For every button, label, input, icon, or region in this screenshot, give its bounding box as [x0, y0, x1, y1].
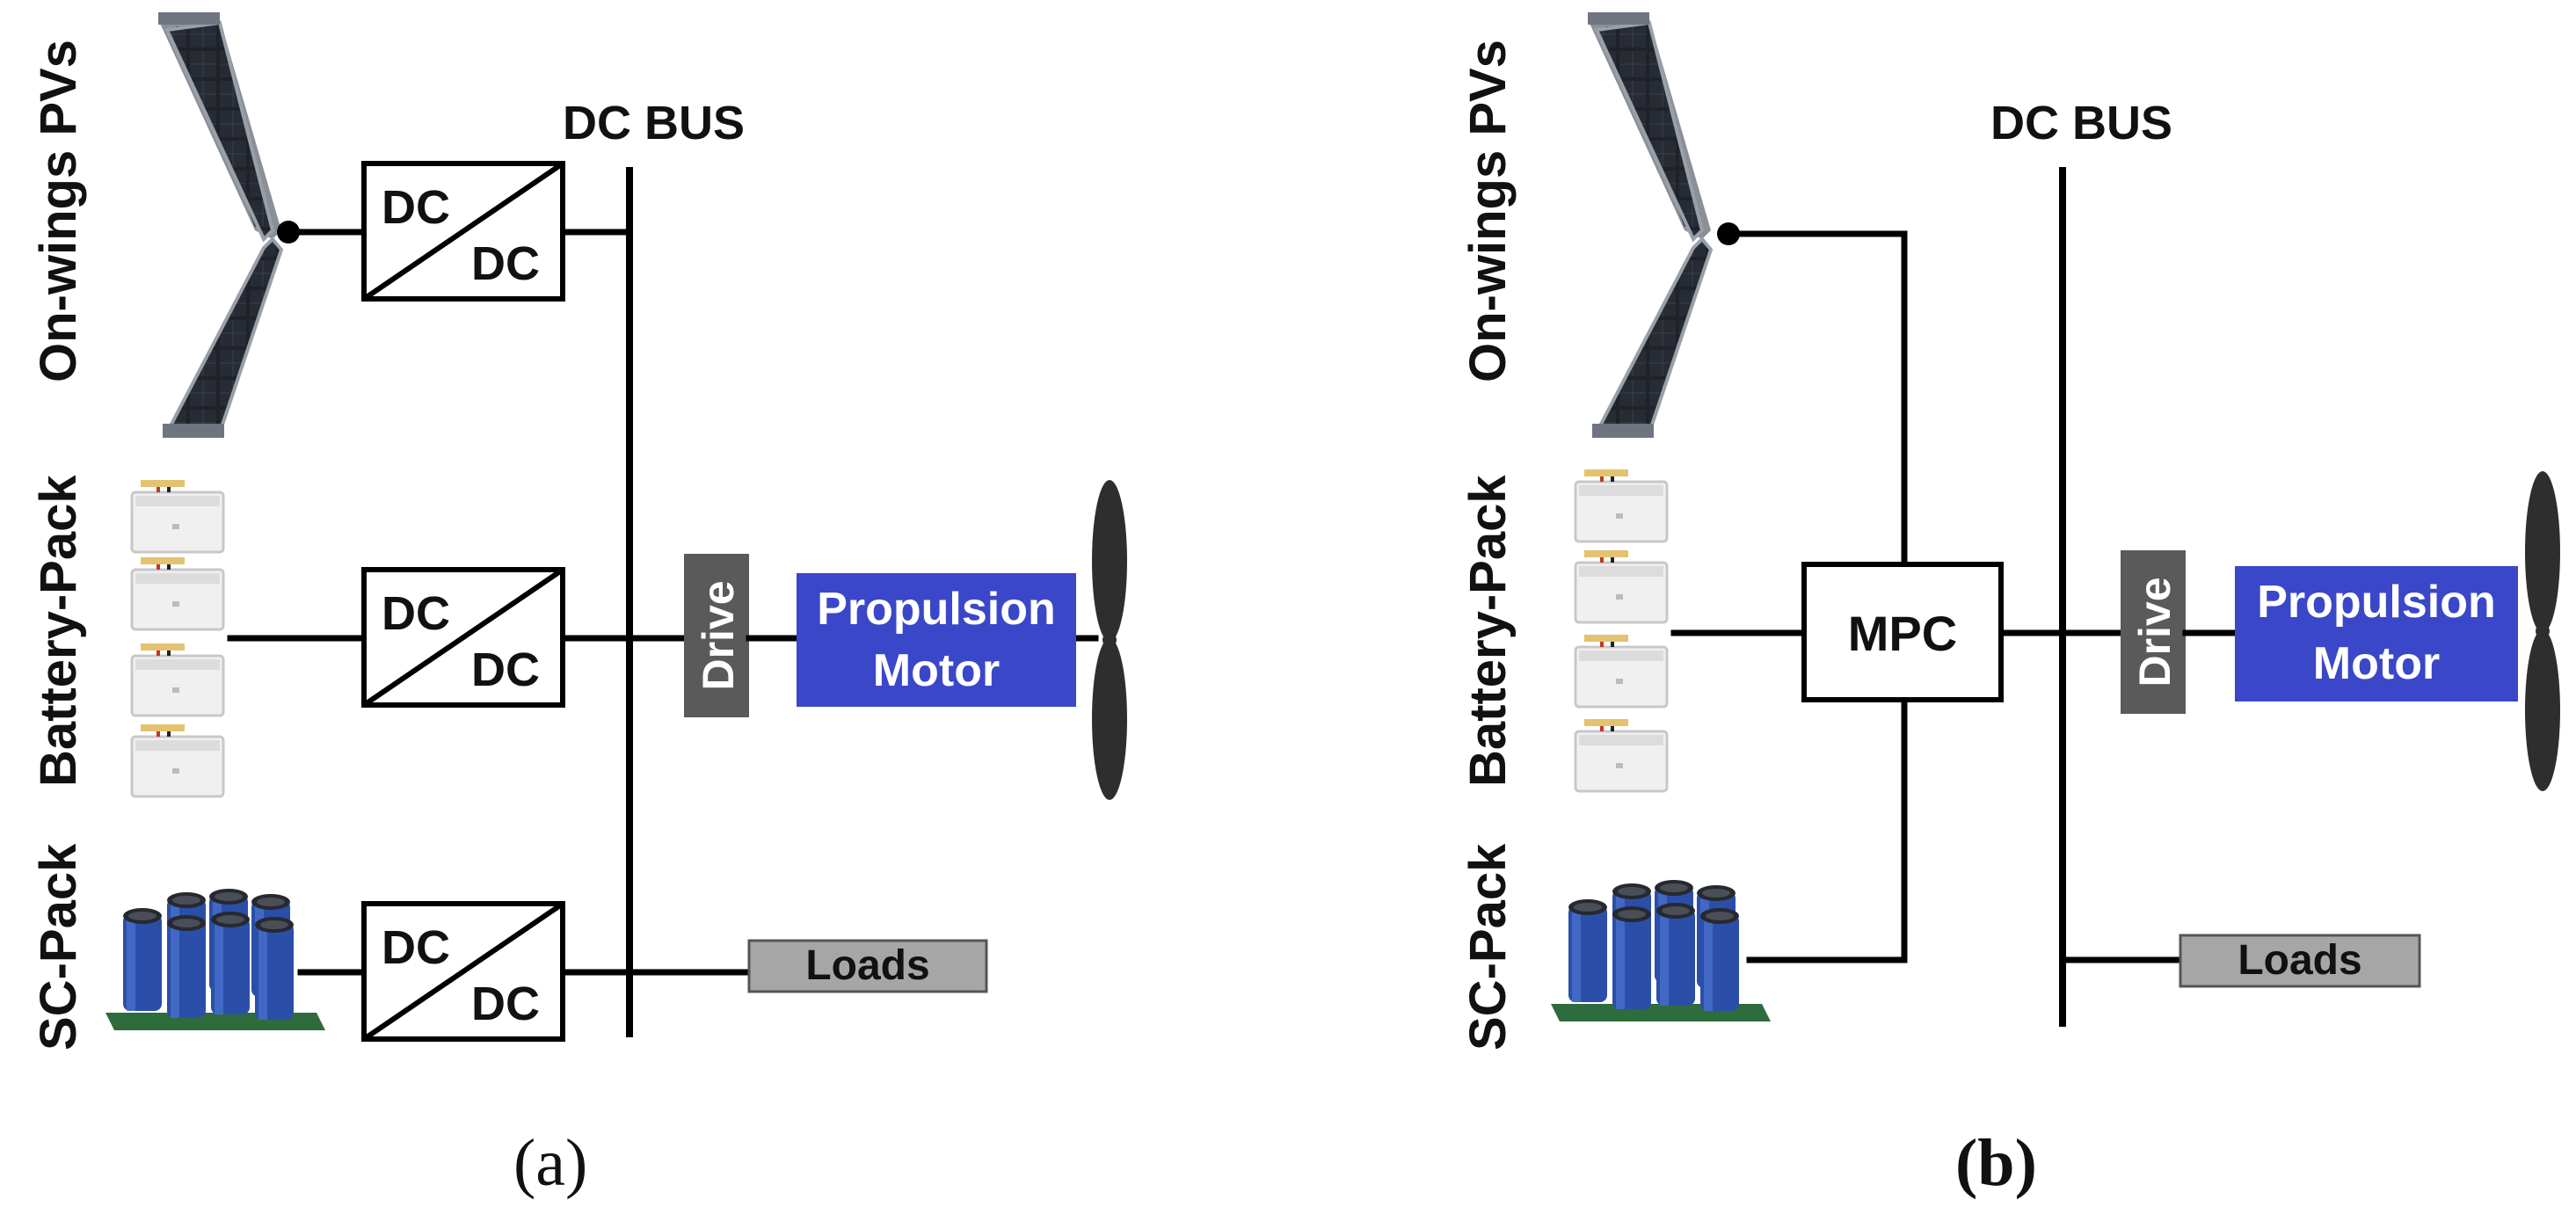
mpc-block: MPC	[1801, 562, 2004, 702]
sc-label: SC-Pack	[1459, 843, 1517, 1050]
converter-output-label: DC	[471, 237, 540, 290]
panel-caption: (a)	[513, 1126, 587, 1200]
dcdc-converter-battery: DC DC	[364, 570, 563, 705]
loads-label: Loads	[805, 942, 929, 989]
drive-block: Drive	[2121, 550, 2186, 714]
converter-output-label: DC	[471, 643, 540, 696]
pv-panel-icon	[156, 11, 283, 440]
battery-pack-icon	[130, 478, 225, 798]
panel-a: On-wings PVs Battery-Pack SC-Pack DC BUS…	[30, 11, 1127, 1200]
propulsion-motor-block: Propulsion Motor	[797, 573, 1076, 707]
drive-label: Drive	[2130, 577, 2179, 687]
motor-label-line2: Motor	[2313, 638, 2440, 689]
converter-output-label: DC	[471, 978, 540, 1030]
panel-b: On-wings PVs Battery-Pack SC-Pack MPC DC…	[1459, 11, 2560, 1200]
pv-label: On-wings PVs	[1459, 40, 1517, 382]
loads-block: Loads	[2179, 934, 2421, 988]
supercapacitor-pack-icon	[106, 889, 325, 1030]
converter-input-label: DC	[382, 181, 450, 234]
loads-label: Loads	[2238, 937, 2361, 984]
propulsion-motor-block: Propulsion Motor	[2235, 566, 2518, 702]
motor-label-line2: Motor	[873, 645, 1000, 696]
sc-label: SC-Pack	[30, 843, 87, 1050]
dc-bus-label: DC BUS	[1990, 97, 2172, 149]
supercapacitor-pack-icon	[1551, 880, 1771, 1021]
battery-label: Battery-Pack	[1459, 475, 1517, 787]
dc-bus-label: DC BUS	[563, 97, 745, 149]
converter-input-label: DC	[382, 587, 450, 640]
pv-label: On-wings PVs	[30, 40, 87, 382]
motor-label-line1: Propulsion	[2257, 577, 2496, 628]
drive-label: Drive	[694, 580, 743, 690]
drive-block: Drive	[684, 554, 749, 717]
motor-label-line1: Propulsion	[817, 584, 1056, 635]
battery-pack-icon	[1574, 468, 1669, 793]
pv-panel-icon	[1586, 11, 1713, 440]
panel-caption: (b)	[1955, 1126, 2037, 1200]
battery-label: Battery-Pack	[30, 475, 87, 787]
converter-input-label: DC	[382, 921, 450, 974]
loads-block: Loads	[747, 939, 988, 993]
propeller-icon	[2525, 471, 2560, 791]
dcdc-converter-pv: DC DC	[364, 164, 563, 299]
mpc-label: MPC	[1848, 606, 1957, 661]
dcdc-converter-sc: DC DC	[364, 904, 563, 1039]
